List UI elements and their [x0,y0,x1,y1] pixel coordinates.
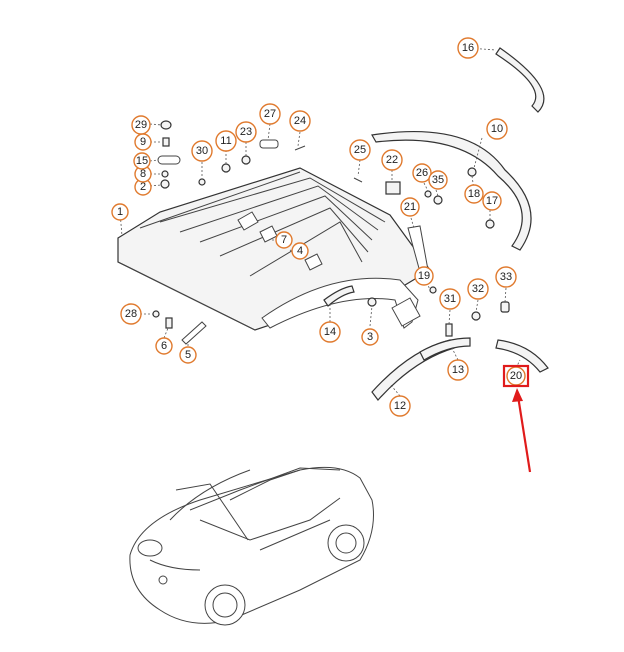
callout-7: 7 [275,231,293,249]
callout-2-label: 2 [140,181,146,193]
callout-14-label: 14 [324,326,336,338]
callout-5: 5 [179,346,197,364]
callout-35: 35 [428,170,448,190]
callout-20-label: 20 [510,370,522,382]
callout-16-label: 16 [462,42,474,54]
callout-14: 14 [319,321,341,343]
callout-17-label: 17 [486,195,498,207]
callout-19: 19 [414,266,434,286]
car-illustration [129,466,374,626]
callout-4-label: 4 [297,245,303,257]
callout-7-label: 7 [281,234,287,246]
callout-30: 30 [191,140,213,162]
callout-11: 11 [215,130,237,152]
callout-5-label: 5 [185,349,191,361]
callout-4: 4 [291,242,309,260]
callout-16: 16 [457,37,479,59]
callout-18-label: 18 [468,188,480,200]
callout-25-label: 25 [354,144,366,156]
callout-10-label: 10 [491,123,503,135]
callout-30-label: 30 [196,145,208,157]
callout-3-label: 3 [367,331,373,343]
arrow-head-icon [512,388,523,402]
callout-15-label: 15 [136,155,148,167]
callout-25: 25 [349,139,371,161]
callout-12: 12 [389,395,411,417]
hardware-parts [152,120,510,345]
callout-28-label: 28 [125,308,137,320]
callout-18: 18 [464,184,484,204]
callout-27: 27 [259,103,281,125]
callout-35-label: 35 [432,174,444,186]
callout-20: 20 [506,366,526,386]
callout-21-label: 21 [404,201,416,213]
callout-17: 17 [482,191,502,211]
callouts: 1 2 3 4 5 6 7 8 9 10 11 12 13 14 15 16 1… [111,37,526,417]
callout-29: 29 [131,115,151,135]
callout-26: 26 [412,163,432,183]
callout-22: 22 [381,149,403,171]
callout-33-label: 33 [500,271,512,283]
callout-32-label: 32 [472,283,484,295]
headliner-assembly [117,167,431,331]
callout-23: 23 [235,121,257,143]
callout-29-label: 29 [135,119,147,131]
callout-3: 3 [361,328,379,346]
highlight-arrow [516,395,532,473]
callout-27-label: 27 [264,108,276,120]
callout-31: 31 [439,288,461,310]
callout-9-label: 9 [140,136,146,148]
callout-8-label: 8 [140,168,146,180]
callout-13: 13 [447,359,469,381]
callout-2: 2 [134,178,152,196]
callout-11-label: 11 [220,135,231,147]
highlight-box [502,364,530,388]
rear-wheel-icon [327,524,365,562]
callout-1-label: 1 [117,206,123,218]
callout-22-label: 22 [386,154,398,166]
callout-19-label: 19 [418,270,430,282]
callout-24-label: 24 [294,115,306,127]
callout-15: 15 [133,152,151,170]
front-wheel-icon [204,584,246,626]
callout-13-label: 13 [452,364,464,376]
part-20-highlight [502,364,532,473]
callout-12-label: 12 [394,400,406,412]
callout-6: 6 [155,337,173,355]
callout-10: 10 [486,118,508,140]
callout-28: 28 [120,303,142,325]
callout-1: 1 [111,203,129,221]
callout-32: 32 [467,278,489,300]
callout-21: 21 [400,197,420,217]
callout-33: 33 [495,266,517,288]
callout-6-label: 6 [161,340,167,352]
callout-31-label: 31 [444,293,456,305]
callout-23-label: 23 [240,126,252,138]
callout-24: 24 [289,110,311,132]
callout-26-label: 26 [416,167,428,179]
callout-9: 9 [134,133,152,151]
